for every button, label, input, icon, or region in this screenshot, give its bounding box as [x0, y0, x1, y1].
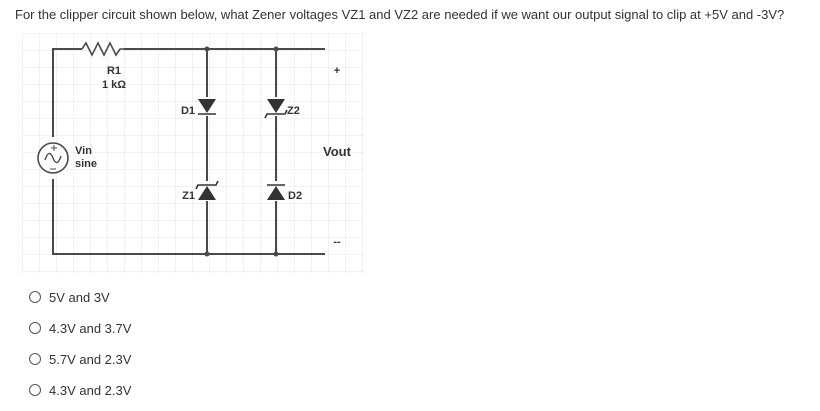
resistor-name: R1	[107, 65, 121, 77]
radio-button[interactable]	[29, 291, 41, 303]
radio-button[interactable]	[29, 384, 41, 396]
ac-source-icon	[37, 142, 69, 174]
label-d2: D2	[288, 190, 302, 202]
junction-dots	[204, 46, 279, 257]
grid-background	[22, 33, 364, 273]
output-label: Vout	[323, 144, 352, 159]
wires	[52, 48, 325, 255]
diode-d2-icon	[267, 184, 285, 200]
radio-button[interactable]	[29, 353, 41, 365]
zener-z2-icon	[264, 99, 288, 119]
source-name: Vin	[75, 145, 92, 157]
question-text: For the clipper circuit shown below, wha…	[15, 7, 785, 22]
option-label: 5.7V and 2.3V	[49, 351, 132, 367]
option-label: 4.3V and 3.7V	[49, 320, 132, 336]
resistor-value: 1 kΩ	[102, 79, 126, 91]
resistor-icon	[81, 41, 124, 57]
answer-options: 5V and 3V 4.3V and 3.7V 5.7V and 2.3V 4.…	[29, 287, 131, 411]
option-label: 4.3V and 2.3V	[49, 382, 132, 398]
zener-z1-icon	[195, 180, 219, 200]
answer-option-1[interactable]: 5V and 3V	[29, 287, 131, 307]
radio-button[interactable]	[29, 322, 41, 334]
output-minus: --	[333, 236, 341, 248]
option-label: 5V and 3V	[49, 289, 110, 305]
answer-option-2[interactable]: 4.3V and 3.7V	[29, 318, 131, 338]
label-d1: D1	[181, 105, 195, 117]
output-plus: +	[334, 65, 340, 77]
label-z1: Z1	[182, 190, 195, 202]
source-type: sine	[75, 158, 97, 170]
label-z2: Z2	[287, 105, 300, 117]
answer-option-4[interactable]: 4.3V and 2.3V	[29, 380, 131, 400]
diode-d1-icon	[198, 99, 216, 115]
circuit-diagram: R1 1 kΩ Vin sine D1 Z2 Z1 D2 + Vout --	[22, 33, 364, 273]
answer-option-3[interactable]: 5.7V and 2.3V	[29, 349, 131, 369]
